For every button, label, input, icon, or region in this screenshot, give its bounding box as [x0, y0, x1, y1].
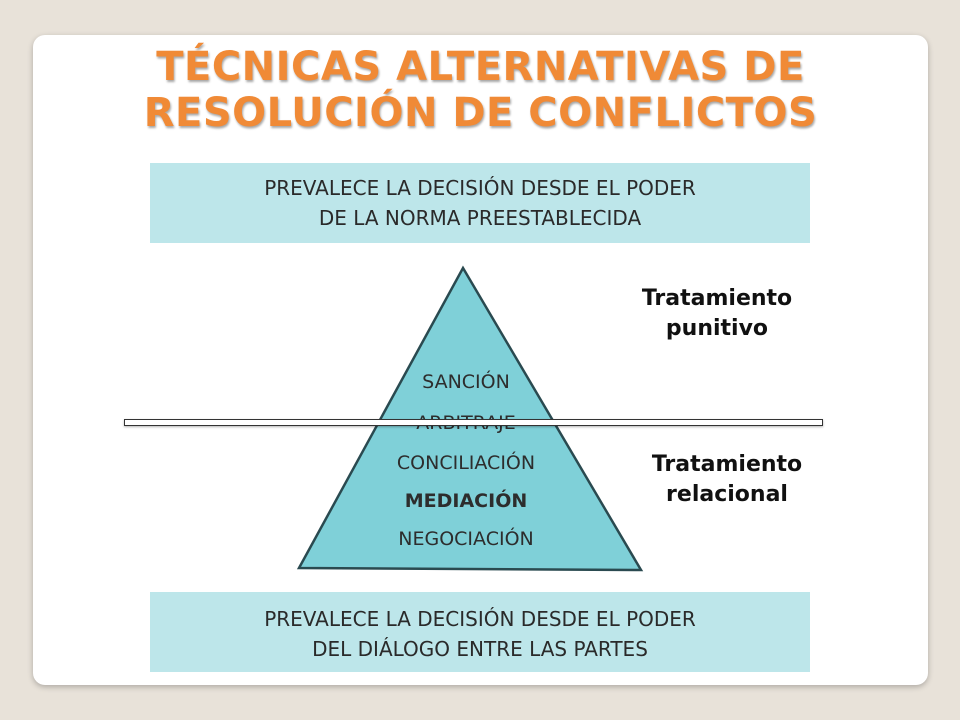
bottom-band-line-2: DEL DIÁLOGO ENTRE LAS PARTES [312, 637, 648, 661]
label-relacional-line-2: relacional [666, 482, 788, 507]
top-band-line-2: DE LA NORMA PREESTABLECIDA [318, 206, 642, 230]
bottom-band-line-1: PREVALECE LA DECISIÓN DESDE EL PODER [264, 607, 696, 631]
pyramid-level-negociacion: NEGOCIACIÓN [398, 528, 534, 550]
title-line-1: TÉCNICAS ALTERNATIVAS DE [156, 44, 805, 90]
bottom-band: PREVALECE LA DECISIÓN DESDE EL PODER DEL… [150, 592, 810, 672]
slide-title: TÉCNICAS ALTERNATIVAS DE RESOLUCIÓN DE C… [33, 44, 928, 136]
label-relacional-line-1: Tratamiento [651, 452, 803, 477]
label-tratamiento-punitivo: Tratamiento punitivo [597, 284, 837, 344]
label-punitivo-line-2: punitivo [665, 316, 769, 341]
top-band: PREVALECE LA DECISIÓN DESDE EL PODER DE … [150, 163, 810, 243]
label-punitivo-line-1: Tratamiento [641, 286, 793, 311]
pyramid-level-sancion: SANCIÓN [422, 371, 510, 393]
title-line-2: RESOLUCIÓN DE CONFLICTOS [143, 90, 818, 136]
top-band-line-1: PREVALECE LA DECISIÓN DESDE EL PODER [264, 176, 696, 200]
pyramid-level-conciliacion: CONCILIACIÓN [396, 452, 536, 474]
label-tratamiento-relacional: Tratamiento relacional [607, 450, 847, 510]
pyramid-level-mediacion: MEDIACIÓN [404, 490, 528, 512]
divider-line [124, 419, 823, 426]
